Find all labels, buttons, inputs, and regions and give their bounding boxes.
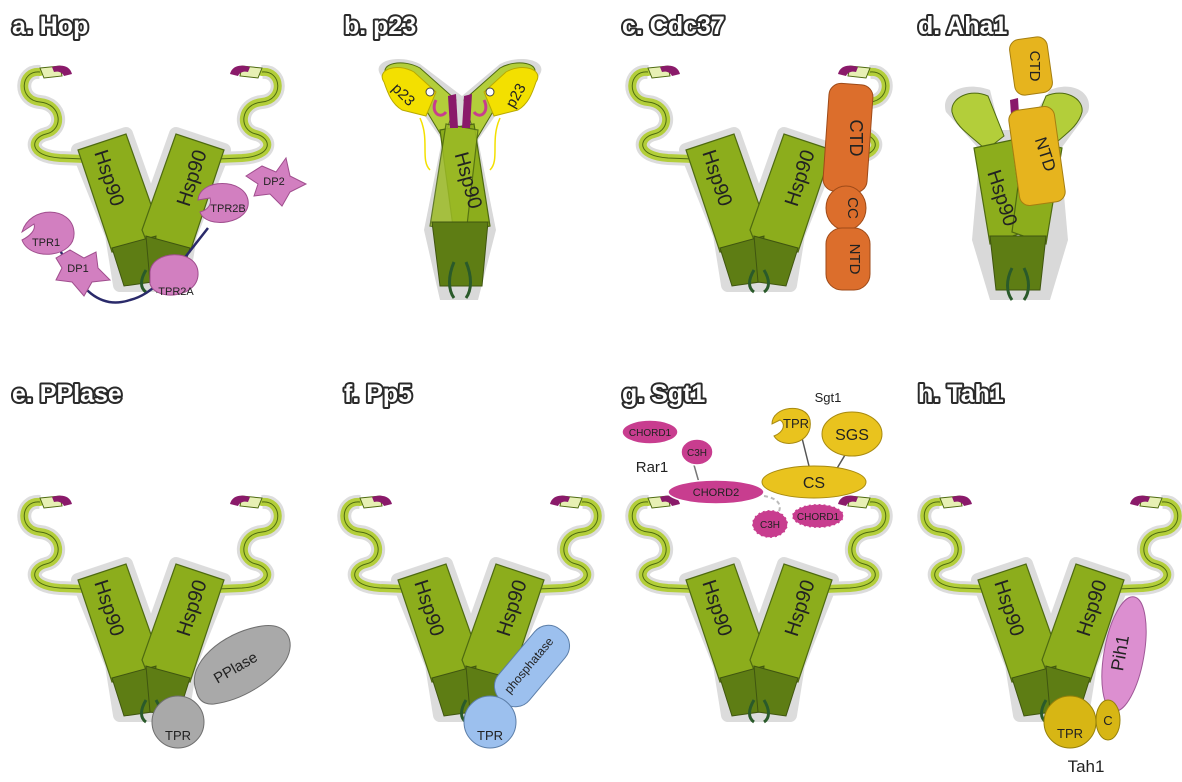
rar1-c3h-bottom-label: C3H [760,520,780,531]
hsp90-dimer-f [344,496,598,722]
panel-h-tah1: h. Tah1 Hsp90 Hsp90 Pih1 TPR C Tah1 [918,380,1178,776]
cdc37-ntd-label: NTD [846,244,863,275]
rar1-chord1-bottom-label: CHORD1 [797,512,840,523]
tah1-name-label: Tah1 [1068,757,1105,776]
panel-e-title: e. PPlase [12,380,122,408]
panel-c-cdc37: c. Cdc37 Hsp90 Hsp90 CTD CC NTD [622,12,886,292]
panel-d-title: d. Aha1 [918,12,1007,40]
hop-tpr1-label: TPR1 [32,237,60,249]
panel-g-sgt1: g. Sgt1 Hsp90 Hsp90 Sgt1 TPR SGS CS CHOR… [622,380,886,722]
panel-g-title: g. Sgt1 [622,380,705,408]
panel-f-title: f. Pp5 [344,380,412,408]
hop-dp1-label: DP1 [67,263,88,275]
tah1-tpr-label: TPR [1057,726,1083,741]
panel-c-title: c. Cdc37 [622,12,725,40]
hop-dp2-label: DP2 [263,176,284,188]
sgt1-cs-label: CS [803,475,825,492]
panel-a-title: a. Hop [12,12,88,40]
panel-e-pplase: e. PPlase Hsp90 Hsp90 PPlase TPR [12,380,290,748]
hop-tpr2a-label: TPR2A [158,286,194,298]
rar1-c3h-top-label: C3H [687,448,707,459]
sgt1-name-label: Sgt1 [815,390,842,405]
rar1-name-label: Rar1 [636,459,669,476]
pp5-tpr-label: TPR [477,728,503,743]
panel-a-hop: a. Hop Hsp90 Hsp90 TPR1 DP1 TPR2A TPR2B … [12,12,306,303]
panel-h-title: h. Tah1 [918,380,1004,408]
tah1-c-label: C [1103,713,1112,728]
sgt1-sgs-label: SGS [835,427,869,444]
panel-d-aha1: d. Aha1 Hsp90 CTD NTD [918,12,1089,300]
panel-b-p23: b. p23 Hsp90 p23 p23 [344,12,541,300]
panel-b-title: b. p23 [344,12,416,40]
aha1-ctd-label: CTD [1026,51,1043,82]
cdc37-cc-label: CC [844,197,861,219]
panel-f-pp5: f. Pp5 Hsp90 Hsp90 phosphatase TPR [344,380,598,748]
hop-tpr2b-label: TPR2B [210,203,245,215]
rar1-chord2-label: CHORD2 [693,487,739,499]
pplase-tpr-label: TPR [165,728,191,743]
cdc37-ctd-label: CTD [846,120,866,157]
rar1-chord1-label: CHORD1 [629,428,672,439]
sgt1-tpr-label: TPR [783,416,809,431]
